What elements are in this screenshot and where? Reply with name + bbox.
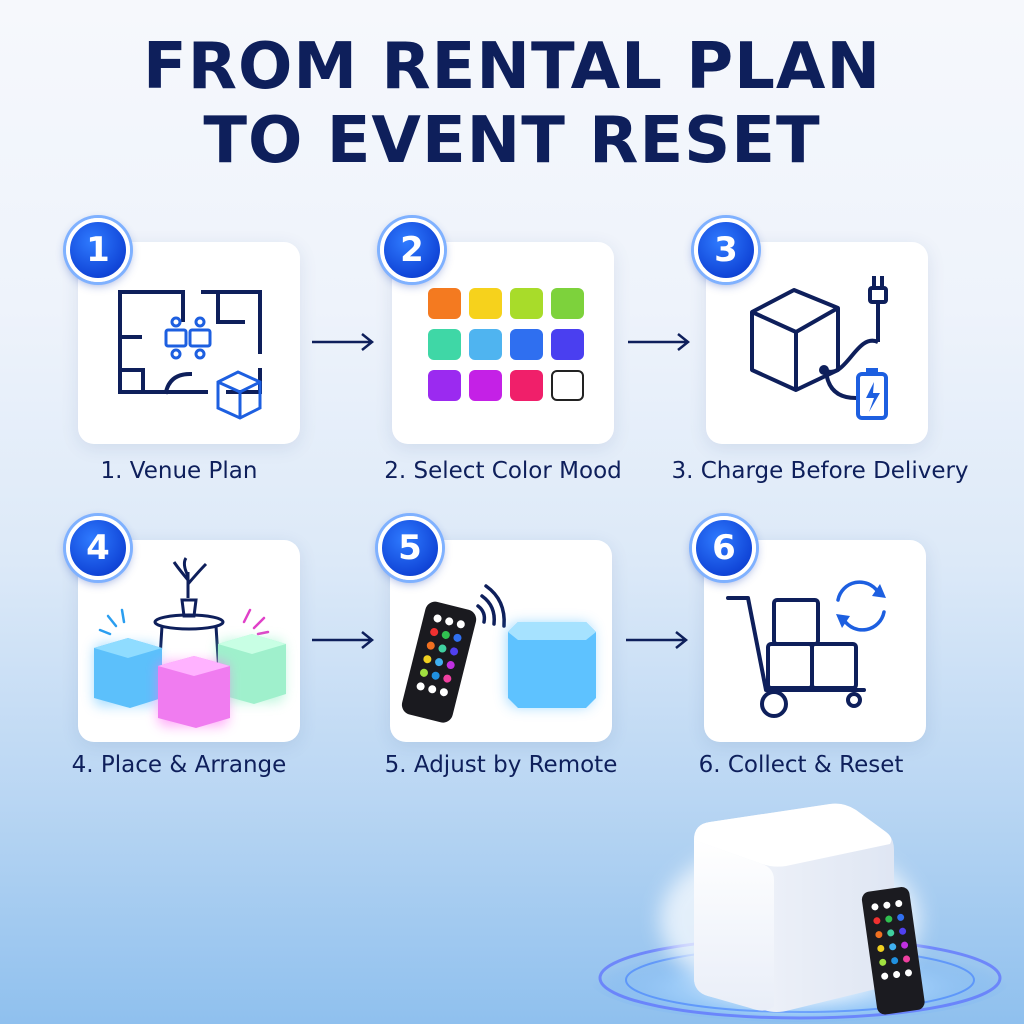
step-5-badge: 5 — [378, 516, 442, 580]
step-6-label: 6. Collect & Reset — [698, 752, 904, 778]
step-4-badge: 4 — [66, 516, 130, 580]
arrow-right-icon — [312, 333, 375, 351]
floor-plan-icon — [118, 290, 262, 420]
step-5-card — [390, 540, 612, 742]
step-1-label: 1. Venue Plan — [100, 458, 258, 484]
swatch-4 — [551, 288, 584, 319]
swatch-5 — [428, 329, 461, 360]
swatch-1 — [428, 288, 461, 319]
swatch-8 — [551, 329, 584, 360]
step-2-badge: 2 — [380, 218, 444, 282]
step-1-badge: 1 — [66, 218, 130, 282]
swatch-11 — [510, 370, 543, 401]
arrow-right-icon — [626, 631, 689, 649]
page-title: FROM RENTAL PLAN TO EVENT RESET — [0, 30, 1024, 178]
hand-truck-reset-icon — [726, 580, 886, 718]
arrow-right-icon — [312, 631, 375, 649]
step-3-badge: 3 — [694, 218, 758, 282]
step-2-label: 2. Select Color Mood — [384, 458, 622, 484]
swatch-3 — [510, 288, 543, 319]
product-cube-with-remote — [590, 803, 1010, 1022]
cube-charging-icon — [750, 276, 888, 420]
swatch-12 — [551, 370, 584, 401]
swatch-9 — [428, 370, 461, 401]
swatch-10 — [469, 370, 502, 401]
remote-control-cube-icon — [401, 584, 596, 723]
title-line-2: TO EVENT RESET — [203, 104, 821, 178]
step-3-label: 3. Charge Before Delivery — [671, 458, 969, 484]
step-5-label: 5. Adjust by Remote — [384, 752, 618, 778]
step-4-label: 4. Place & Arrange — [71, 752, 287, 778]
step-6-badge: 6 — [692, 516, 756, 580]
swatch-2 — [469, 288, 502, 319]
swatch-6 — [469, 329, 502, 360]
title-line-1: FROM RENTAL PLAN — [143, 30, 881, 104]
arrow-right-icon — [628, 333, 691, 351]
step-4-card — [78, 540, 300, 742]
swatch-7 — [510, 329, 543, 360]
glowing-cubes-table-icon — [94, 557, 286, 728]
